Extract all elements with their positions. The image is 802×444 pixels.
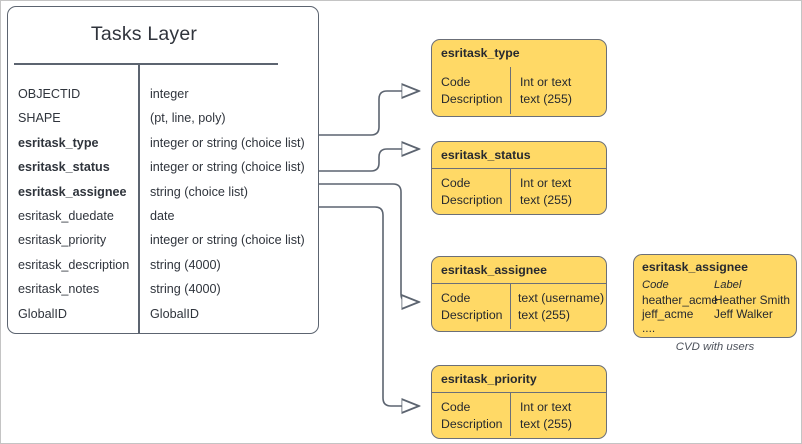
field-name: esritask_type	[18, 135, 99, 150]
domain-left-line: Code	[441, 176, 471, 190]
field-type: integer or string (choice list)	[150, 160, 305, 175]
domain-box-priority: esritask_priority Code Description Int o…	[431, 365, 607, 439]
domain-header-divider	[432, 283, 606, 285]
assignee-sample-column-headers: Code Label	[642, 279, 741, 291]
domain-right-column: text (username) text (255)	[518, 290, 604, 323]
field-name: esritask_priority	[18, 233, 107, 248]
field-row: esritask_priority integer or string (cho…	[8, 233, 318, 257]
domain-header: esritask_type	[441, 46, 520, 60]
connector-type	[319, 91, 419, 136]
domain-left-line: Description	[441, 91, 503, 106]
domain-left-line: Description	[441, 192, 503, 207]
domain-header-divider	[432, 392, 606, 394]
domain-right-line: text (255)	[520, 192, 572, 207]
assignee-sample-row: jeff_acme Jeff Walker	[642, 307, 773, 321]
field-list: OBJECTID integer SHAPE (pt, line, poly) …	[8, 87, 318, 331]
field-row: esritask_type integer or string (choice …	[8, 136, 318, 160]
field-name: esritask_status	[18, 160, 110, 175]
tasks-layer-title: Tasks Layer	[90, 23, 198, 45]
domain-right-line: Int or text	[520, 176, 572, 190]
field-type: GlobalID	[150, 306, 199, 321]
domain-column-divider	[510, 393, 512, 436]
domain-right-column: Int or text text (255)	[520, 74, 572, 107]
field-row: GlobalID GlobalID	[8, 307, 318, 331]
field-row: OBJECTID integer	[8, 87, 318, 111]
domain-right-line: text (username)	[518, 291, 605, 305]
assignee-sample-box: esritask_assignee Code Label heather_acm…	[633, 254, 797, 338]
domain-column-divider	[510, 67, 512, 114]
assignee-code: jeff_acme	[642, 307, 694, 321]
field-row: esritask_duedate date	[8, 209, 318, 233]
assignee-code-header: Code	[642, 279, 669, 291]
assignee-sample-header: esritask_assignee	[642, 260, 748, 274]
field-type: integer	[150, 87, 189, 101]
domain-right-line: text (255)	[518, 307, 570, 322]
title-divider	[14, 63, 278, 65]
field-type: string (4000)	[150, 257, 221, 272]
assignee-label-header: Label	[714, 279, 742, 291]
field-name: OBJECTID	[18, 87, 81, 101]
field-row: esritask_notes string (4000)	[8, 282, 318, 306]
connector-assignee	[319, 183, 419, 302]
assignee-label: Heather Smith	[714, 293, 791, 307]
field-row: esritask_description string (4000)	[8, 258, 318, 282]
domain-column-divider	[510, 169, 512, 212]
assignee-code: heather_acme	[642, 293, 719, 307]
domain-box-type: esritask_type Code Description Int or te…	[431, 39, 607, 117]
field-type: date	[150, 208, 175, 223]
field-type: integer or string (choice list)	[150, 135, 305, 150]
domain-left-column: Code Description	[441, 74, 503, 107]
field-name: SHAPE	[18, 111, 61, 126]
field-type: integer or string (choice list)	[150, 233, 305, 248]
domain-box-assignee: esritask_assignee Code Description text …	[431, 256, 607, 332]
assignee-sample-row: ....	[642, 321, 655, 335]
domain-right-line: text (255)	[520, 91, 572, 106]
field-name: GlobalID	[18, 306, 67, 321]
domain-right-line: text (255)	[520, 416, 572, 431]
field-name: esritask_duedate	[18, 208, 114, 223]
field-row: SHAPE (pt, line, poly)	[8, 111, 318, 135]
assignee-sample-row: heather_acme Heather Smith	[642, 293, 790, 307]
domain-left-line: Code	[441, 400, 471, 414]
domain-right-column: Int or text text (255)	[520, 175, 572, 208]
tasks-layer-entity: Tasks Layer OBJECTID integer SHAPE (pt, …	[7, 6, 319, 334]
assignee-sample-caption: CVD with users	[675, 341, 755, 353]
domain-left-column: Code Description	[441, 399, 503, 432]
field-type: (pt, line, poly)	[150, 111, 226, 126]
assignee-label: Jeff Walker	[714, 307, 773, 321]
field-type: string (choice list)	[150, 184, 248, 199]
domain-left-column: Code Description	[441, 290, 503, 323]
domain-right-line: Int or text	[520, 75, 572, 89]
connector-priority	[319, 206, 419, 406]
field-row: esritask_status integer or string (choic…	[8, 160, 318, 184]
domain-column-divider	[510, 284, 512, 329]
domain-header: esritask_assignee	[441, 263, 547, 277]
domain-box-status: esritask_status Code Description Int or …	[431, 141, 607, 215]
domain-left-line: Description	[441, 416, 503, 431]
domain-left-line: Code	[441, 75, 471, 89]
domain-header-divider	[432, 168, 606, 170]
field-name: esritask_description	[18, 257, 130, 272]
domain-right-line: Int or text	[520, 400, 572, 414]
assignee-code: ....	[642, 321, 656, 335]
domain-header: esritask_status	[441, 148, 531, 162]
field-name: esritask_notes	[18, 282, 100, 297]
domain-header: esritask_priority	[441, 372, 537, 386]
column-divider	[138, 64, 140, 333]
field-row: esritask_assignee string (choice list)	[8, 185, 318, 209]
domain-left-line: Code	[441, 291, 471, 305]
field-type: string (4000)	[150, 282, 221, 297]
domain-left-column: Code Description	[441, 175, 503, 208]
domain-right-column: Int or text text (255)	[520, 399, 572, 432]
domain-left-line: Description	[441, 307, 503, 322]
field-name: esritask_assignee	[18, 184, 127, 199]
connector-status	[319, 149, 419, 172]
